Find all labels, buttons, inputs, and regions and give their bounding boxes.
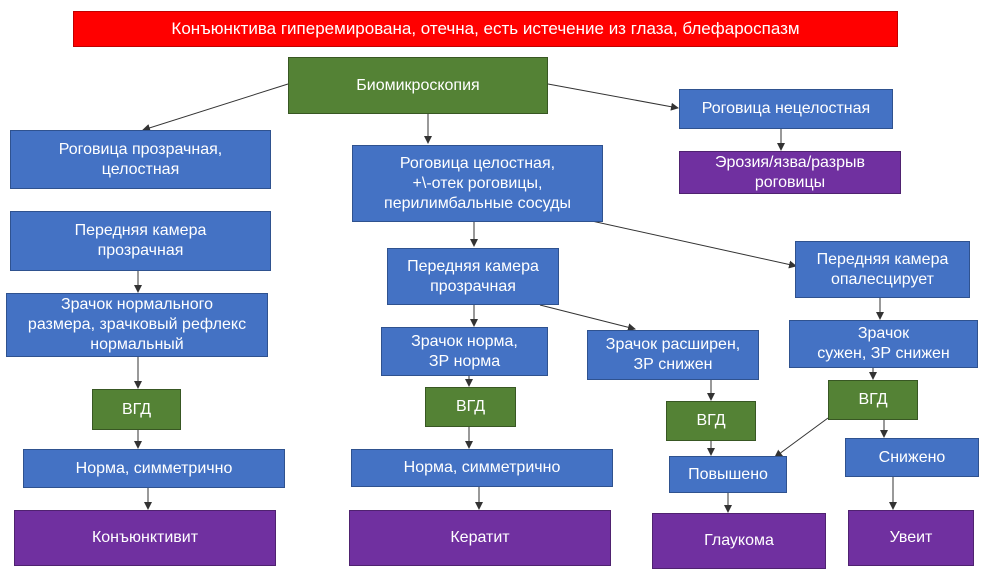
edge-ac-clear-mid-to-pupil-dilated [539, 304, 636, 332]
iop-elevated-box: Повышено [669, 456, 787, 493]
pupil-normal-left-box: Зрачок нормального размера, зрачковый ре… [6, 293, 268, 357]
header-symptoms-box: Конъюнктива гиперемирована, отечна, есть… [73, 11, 898, 47]
iop-mid-box: ВГД [425, 387, 516, 427]
iop-right1-box: ВГД [666, 401, 756, 441]
norm-symmetric-left-box: Норма, симметрично [23, 449, 285, 488]
diagnosis-glaucoma-box: Глаукома [652, 513, 826, 569]
anterior-chamber-opalescent-box: Передняя камера опалесцирует [795, 241, 970, 298]
diagnosis-conjunctivitis-box: Конъюнктивит [14, 510, 276, 566]
norm-symmetric-mid-box: Норма, симметрично [351, 449, 613, 487]
cornea-intact-edema-box: Роговица целостная, +\-отек роговицы, пе… [352, 145, 603, 222]
diagnosis-keratitis-box: Кератит [349, 510, 611, 566]
iop-right2-box: ВГД [828, 380, 918, 420]
pupil-dilated-box: Зрачок расширен, ЗР снижен [587, 330, 759, 380]
cornea-clear-intact-box: Роговица прозрачная, целостная [10, 130, 271, 189]
anterior-chamber-clear-left-box: Передняя камера прозрачная [10, 211, 271, 271]
edge-iop-right2-to-elevated [774, 417, 829, 458]
iop-reduced-box: Снижено [845, 438, 979, 477]
anterior-chamber-clear-mid-box: Передняя камера прозрачная [387, 248, 559, 305]
diagnosis-uveitis-box: Увеит [848, 510, 974, 566]
iop-left-box: ВГД [92, 389, 181, 430]
pupil-norm-mid-box: Зрачок норма, ЗР норма [381, 327, 548, 376]
cornea-not-intact-box: Роговица нецелостная [679, 89, 893, 129]
pupil-constricted-box: Зрачок сужен, ЗР снижен [789, 320, 978, 368]
erosion-ulcer-diagnosis-box: Эрозия/язва/разрыв роговицы [679, 151, 901, 194]
biomicroscopy-box: Биомикроскопия [288, 57, 548, 114]
edge-biomicro-to-not-intact [547, 83, 679, 111]
edge-biomicro-to-cornea-clear [142, 83, 289, 132]
